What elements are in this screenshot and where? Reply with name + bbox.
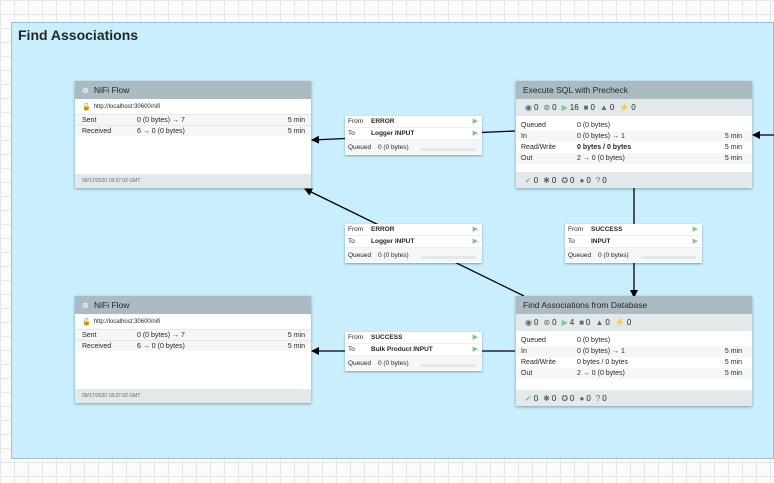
play-icon: ▶ bbox=[561, 103, 568, 112]
play-icon: ▶ bbox=[561, 318, 568, 327]
processor-find-associations[interactable]: Find Associations from Database ◉0 ⊛0 ▶4… bbox=[516, 296, 752, 406]
refresh-icon: ✪ bbox=[561, 393, 569, 403]
question-icon: ? bbox=[595, 393, 601, 403]
processor-title: Execute SQL with Precheck bbox=[523, 85, 629, 95]
remote-group-icon: ⊛ bbox=[82, 300, 89, 310]
running-count-icon: ◉ bbox=[525, 103, 532, 112]
stop-icon: ■ bbox=[579, 318, 585, 327]
play-icon: ▶ bbox=[472, 130, 478, 137]
stop-icon: ■ bbox=[583, 103, 589, 112]
disabled-icon: ⚡ bbox=[619, 103, 630, 112]
unlock-icon: 🔓 bbox=[82, 103, 91, 111]
remote-group-nifi-flow-1[interactable]: ⊛ NiFi Flow 🔓 http://localhost:30600/nif… bbox=[75, 81, 311, 188]
play-icon: ▶ bbox=[472, 118, 478, 125]
received-row: Received 6 → 0 (0 bytes) 5 min bbox=[75, 125, 311, 136]
processor-stats-bar: ◉0 ⊛0 ▶4 ■0 ▲0 ⚡0 bbox=[516, 314, 752, 331]
warning-icon: ▲ bbox=[595, 318, 604, 327]
processor-footer: ✔0 ✱0 ✪0 ●0 ?0 bbox=[516, 390, 752, 406]
play-icon: ▶ bbox=[472, 346, 478, 353]
play-icon: ▶ bbox=[472, 334, 478, 341]
running-count-icon: ◉ bbox=[525, 318, 532, 327]
remote-group-icon: ⊛ bbox=[82, 85, 89, 95]
gear-icon: ✱ bbox=[543, 175, 550, 185]
warning-icon: ▲ bbox=[599, 103, 608, 112]
processor-title: Find Associations from Database bbox=[523, 300, 648, 310]
play-icon: ▶ bbox=[472, 226, 478, 233]
received-row: Received 6 → 0 (0 bytes) 5 min bbox=[75, 340, 311, 351]
unlock-icon: 🔓 bbox=[82, 318, 91, 326]
queue-bar bbox=[421, 364, 476, 367]
play-icon: ▶ bbox=[692, 226, 698, 233]
stopped-count-icon: ⊛ bbox=[543, 318, 551, 327]
play-icon: ▶ bbox=[692, 238, 698, 245]
check-icon: ✔ bbox=[525, 393, 532, 403]
remote-group-title: NiFi Flow bbox=[94, 85, 130, 95]
play-icon: ▶ bbox=[472, 238, 478, 245]
processor-stats-bar: ◉0 ⊛0 ▶16 ■0 ▲0 ⚡0 bbox=[516, 99, 752, 116]
queue-bar bbox=[421, 256, 476, 259]
remote-group-timestamp: 09/17/2020 18:37:02 GMT bbox=[75, 389, 311, 403]
disabled-icon: ⚡ bbox=[614, 318, 625, 327]
check-icon: ✔ bbox=[525, 175, 532, 185]
refresh-icon: ✪ bbox=[561, 175, 569, 185]
remote-group-title: NiFi Flow bbox=[94, 300, 130, 310]
remote-group-timestamp: 09/17/2020 18:37:02 GMT bbox=[75, 174, 311, 188]
sent-row: Sent 0 (0 bytes) → 7 5 min bbox=[75, 329, 311, 340]
processor-execute-sql[interactable]: Execute SQL with Precheck ◉0 ⊛0 ▶16 ■0 ▲… bbox=[516, 81, 752, 188]
remote-group-url: http://localhost:30600/nifi bbox=[93, 318, 161, 325]
process-group-title: Find Associations bbox=[18, 27, 139, 43]
remote-group-nifi-flow-2[interactable]: ⊛ NiFi Flow 🔓 http://localhost:30600/nif… bbox=[75, 296, 311, 403]
processor-footer: ✔0 ✱0 ✪0 ●0 ?0 bbox=[516, 172, 752, 188]
info-icon: ● bbox=[579, 175, 585, 185]
info-icon: ● bbox=[579, 393, 585, 403]
gear-icon: ✱ bbox=[543, 393, 550, 403]
sent-row: Sent 0 (0 bytes) → 7 5 min bbox=[75, 114, 311, 125]
queue-bar bbox=[421, 148, 476, 151]
question-icon: ? bbox=[595, 175, 601, 185]
stopped-count-icon: ⊛ bbox=[543, 103, 551, 112]
remote-group-url: http://localhost:30600/nifi bbox=[93, 103, 161, 110]
queue-bar bbox=[641, 256, 696, 259]
